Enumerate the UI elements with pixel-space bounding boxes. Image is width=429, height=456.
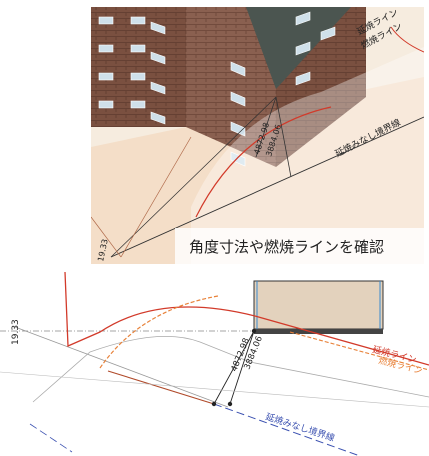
dimension-line-2 [229,330,255,405]
plan-canvas: 19.33 4872.98 3884.06 延焼ライン 燃焼ライン 延焼みなし境… [0,272,429,456]
perspective-canvas: 延焼ライン 燃焼ライン 延焼みなし境界線 4872.98 3884.06 19.… [91,7,424,264]
plan-view: 19.33 4872.98 3884.06 延焼ライン 燃焼ライン 延焼みなし境… [0,272,429,456]
nenshou-line [99,295,219,369]
building-wall [254,329,383,334]
building-front-wall [186,7,276,167]
caption: 角度寸法や燃焼ラインを確認 [189,238,385,256]
dimension-line-1 [213,330,255,405]
angle-label: 19.33 [11,319,21,345]
perspective-view: 延焼ライン 燃焼ライン 延焼みなし境界線 4872.98 3884.06 19.… [91,7,424,264]
windows [98,11,336,167]
boundary-line-3d [110,116,424,258]
enshou-line [64,272,256,347]
building-footprint [253,280,384,330]
site-line [14,326,229,408]
building-left-wall [91,7,186,127]
caption-background [175,228,429,264]
enshou-curve-3d [195,106,332,218]
boundary-solid [107,370,215,405]
boundary-line [213,403,361,456]
